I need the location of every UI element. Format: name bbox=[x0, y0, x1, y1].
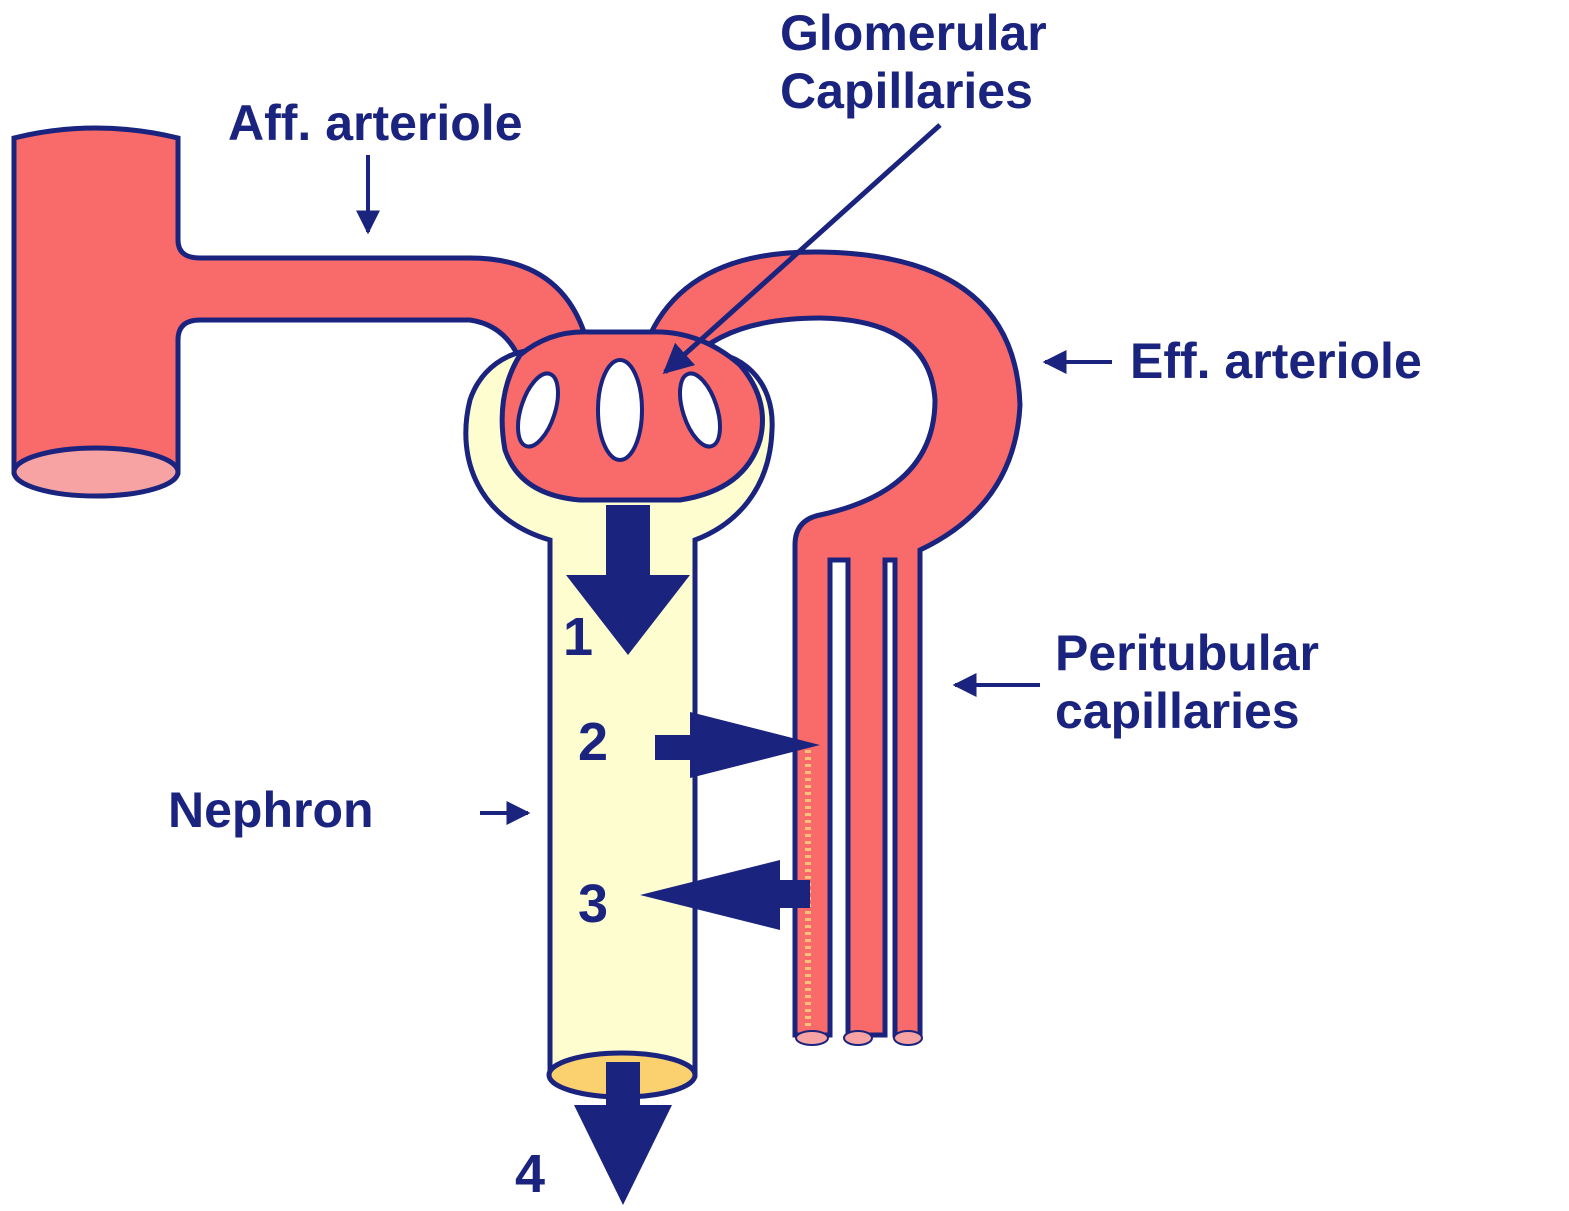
glomerular-label-line1: Glomerular bbox=[780, 5, 1047, 61]
step-4-label: 4 bbox=[515, 1144, 545, 1204]
glomerular-label-line2: Capillaries bbox=[780, 63, 1033, 119]
peritubular-label-line1: Peritubular bbox=[1055, 625, 1319, 681]
capillary-end bbox=[796, 1031, 828, 1045]
step-1-label: 1 bbox=[563, 607, 593, 667]
eff-arteriole-label: Eff. arteriole bbox=[1130, 333, 1422, 389]
vessel-cross-section bbox=[14, 448, 178, 496]
capillary-end bbox=[844, 1031, 872, 1045]
glomerular-capillary-loop bbox=[598, 360, 642, 460]
glomerulus bbox=[502, 332, 762, 500]
step-2-label: 2 bbox=[578, 712, 608, 772]
capillary-end bbox=[894, 1031, 922, 1045]
aff-arteriole-label: Aff. arteriole bbox=[228, 95, 523, 151]
step-3-label: 3 bbox=[578, 874, 608, 934]
peritubular-label-line2: capillaries bbox=[1055, 683, 1300, 739]
nephron-label: Nephron bbox=[168, 782, 374, 838]
